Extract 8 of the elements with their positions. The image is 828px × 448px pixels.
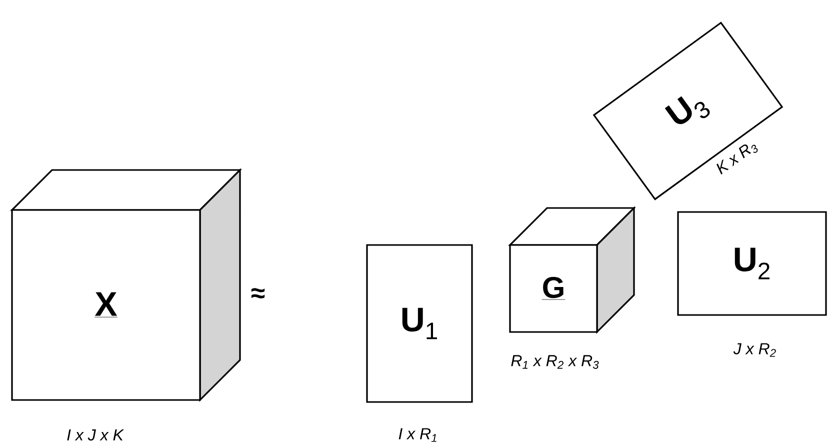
matrix-box: U$_{1}$: [366, 244, 473, 403]
dimension-label: I x J x K: [67, 429, 124, 441]
dimension-label: I x R$_{1}$: [398, 428, 436, 442]
approx-sign: ≈: [251, 288, 265, 298]
dimension-label: J x R$_{2}$: [733, 343, 776, 357]
dimension-label: K x R$_{3}$: [716, 144, 758, 175]
dimension-label: R$_{1}$ x R$_{2}$ x R$_{3}$: [511, 355, 599, 369]
matrix-box: U$_{2}$: [677, 211, 827, 316]
